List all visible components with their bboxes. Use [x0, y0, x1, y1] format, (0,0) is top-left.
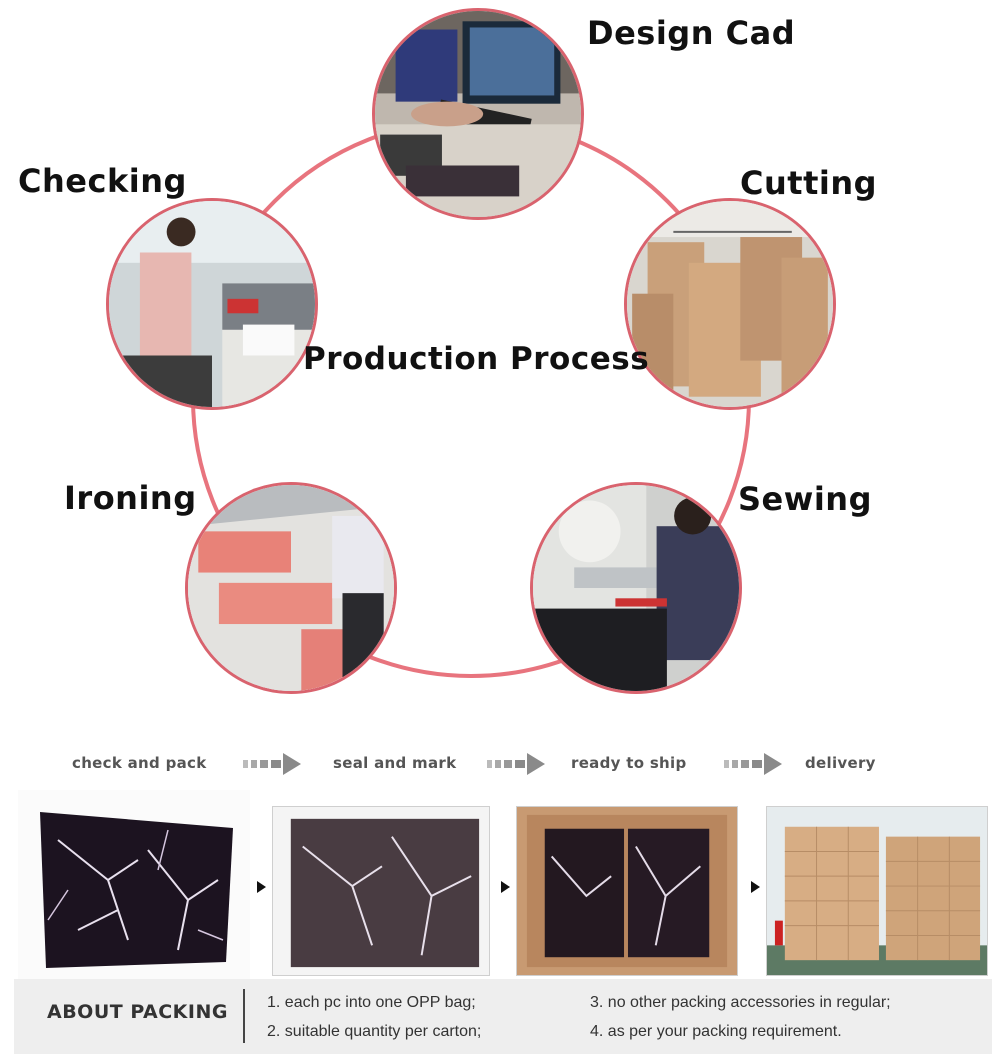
step-label-cutting: Cutting	[740, 164, 878, 202]
packing-note-3: 3. no other packing accessories in regul…	[590, 994, 891, 1011]
flow-triangle-icon	[257, 881, 266, 893]
flow-arrow-icon	[243, 753, 301, 775]
packing-note-1: 1. each pc into one OPP bag;	[267, 994, 476, 1011]
packing-note-2: 2. suitable quantity per carton;	[267, 1023, 482, 1040]
about-packing-title: ABOUT PACKING	[47, 1001, 228, 1023]
ready-to-ship-photo	[516, 806, 738, 976]
design-cad-photo	[372, 8, 584, 220]
ironing-photo	[185, 482, 397, 694]
seal-and-mark-photo	[272, 806, 490, 976]
sewing-photo	[530, 482, 742, 694]
step-label-ironing: Ironing	[64, 479, 197, 517]
flow-triangle-icon	[501, 881, 510, 893]
checking-photo	[106, 198, 318, 410]
check-and-pack-photo	[18, 790, 250, 980]
flow-step-check-and-pack: check and pack	[72, 754, 207, 772]
about-packing-divider	[243, 989, 245, 1043]
step-label-checking: Checking	[18, 162, 187, 200]
about-packing-panel: ABOUT PACKING 1. each pc into one OPP ba…	[14, 979, 992, 1054]
step-label-sewing: Sewing	[738, 480, 872, 518]
delivery-photo	[766, 806, 988, 976]
step-label-design-cad: Design Cad	[587, 14, 796, 52]
production-process-title: Production Process	[303, 341, 650, 377]
flow-triangle-icon	[751, 881, 760, 893]
flow-arrow-icon	[724, 753, 782, 775]
flow-arrow-icon	[487, 753, 545, 775]
packing-note-4: 4. as per your packing requirement.	[590, 1023, 842, 1040]
flow-step-seal-and-mark: seal and mark	[333, 754, 457, 772]
flow-step-ready-to-ship: ready to ship	[571, 754, 687, 772]
cutting-photo	[624, 198, 836, 410]
flow-step-delivery: delivery	[805, 754, 876, 772]
